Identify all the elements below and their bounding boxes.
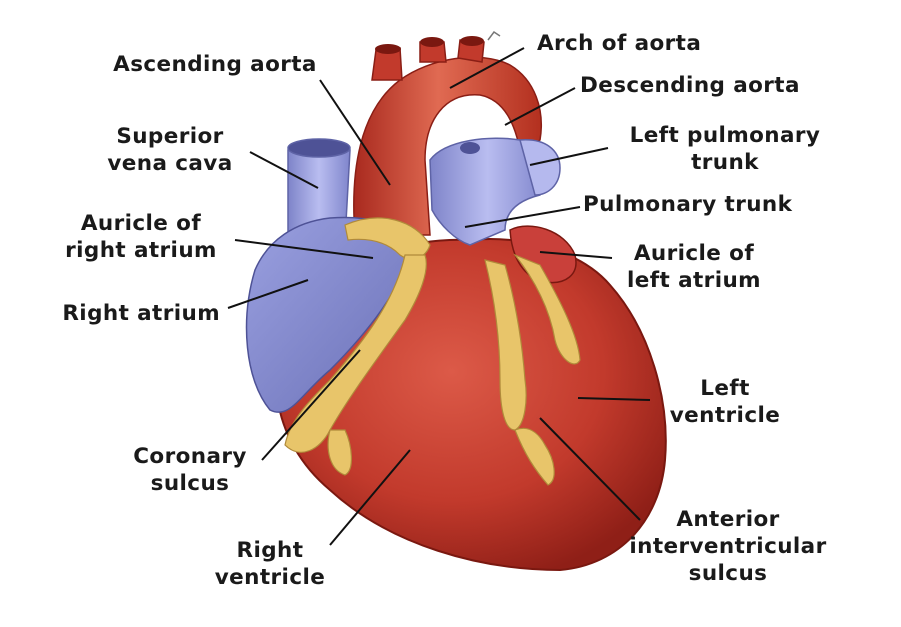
label-superior-vena-cava-line-2: vena cava [107, 151, 233, 176]
label-right-ventricle-line-1: Right [236, 538, 304, 563]
label-auricle-right-atrium: Auricle of right atrium [52, 210, 230, 264]
label-superior-vena-cava-line-1: Superior [116, 124, 224, 149]
label-left-ventricle-line-1: Left [700, 376, 750, 401]
label-coronary-sulcus: Coronary sulcus [115, 443, 265, 497]
label-superior-vena-cava: Superior vena cava [95, 123, 245, 177]
label-anterior-interventricular-sulcus-line-1: Anterior [676, 507, 780, 532]
label-coronary-sulcus-line-1: Coronary [133, 444, 247, 469]
label-left-pulmonary-trunk: Left pulmonary trunk [610, 122, 840, 176]
label-arch-of-aorta-line-1: Arch of aorta [537, 31, 702, 56]
label-coronary-sulcus-line-2: sulcus [150, 471, 230, 496]
leader-right-ventricle [329, 449, 411, 546]
leader-coronary-sulcus [261, 349, 361, 461]
right-atrium [245, 216, 416, 413]
label-ascending-aorta: Ascending aorta [95, 51, 335, 78]
label-ascending-aorta-line-1: Ascending aorta [113, 52, 317, 77]
label-left-pulmonary-trunk-line-2: trunk [691, 150, 759, 175]
label-right-atrium: Right atrium [30, 300, 220, 327]
leader-anterior-interventricular-sulcus [539, 417, 641, 521]
aorta [353, 30, 542, 236]
leader-superior-vena-cava [249, 151, 319, 189]
label-anterior-interventricular-sulcus: Anterior interventricular sulcus [608, 506, 848, 587]
leader-auricle-right-atrium [234, 239, 374, 259]
label-right-ventricle: Right ventricle [200, 537, 340, 591]
pulmonary-trunk [429, 137, 561, 246]
leader-lines [227, 47, 651, 546]
label-auricle-right-atrium-line-2: right atrium [65, 238, 217, 263]
leader-left-ventricle [577, 397, 651, 401]
leader-left-pulmonary-trunk [529, 147, 609, 166]
label-right-ventricle-line-2: ventricle [214, 565, 326, 590]
leader-ascending-aorta [319, 79, 391, 186]
label-descending-aorta-line-1: Descending aorta [580, 73, 800, 98]
label-auricle-left-atrium-line-2: left atrium [627, 268, 761, 293]
label-arch-of-aorta: Arch of aorta [537, 30, 701, 57]
label-pulmonary-trunk-line-1: Pulmonary trunk [583, 192, 793, 217]
label-right-atrium-line-1: Right atrium [62, 301, 220, 326]
leader-arch-of-aorta [449, 47, 525, 89]
leader-auricle-left-atrium [539, 251, 613, 259]
label-left-ventricle-line-2: ventricle [669, 403, 781, 428]
label-pulmonary-trunk: Pulmonary trunk [583, 191, 792, 218]
label-left-pulmonary-trunk-line-1: Left pulmonary [629, 123, 821, 148]
label-auricle-left-atrium-line-1: Auricle of [633, 241, 755, 266]
leader-pulmonary-trunk [464, 206, 581, 228]
label-descending-aorta: Descending aorta [580, 72, 800, 99]
leader-right-atrium [227, 279, 309, 309]
label-auricle-left-atrium: Auricle of left atrium [612, 240, 776, 294]
label-anterior-interventricular-sulcus-line-3: sulcus [688, 561, 768, 586]
leader-descending-aorta [504, 87, 576, 126]
label-left-ventricle: Left ventricle [650, 375, 800, 429]
label-anterior-interventricular-sulcus-line-2: interventricular [629, 534, 827, 559]
label-auricle-right-atrium-line-1: Auricle of [80, 211, 202, 236]
